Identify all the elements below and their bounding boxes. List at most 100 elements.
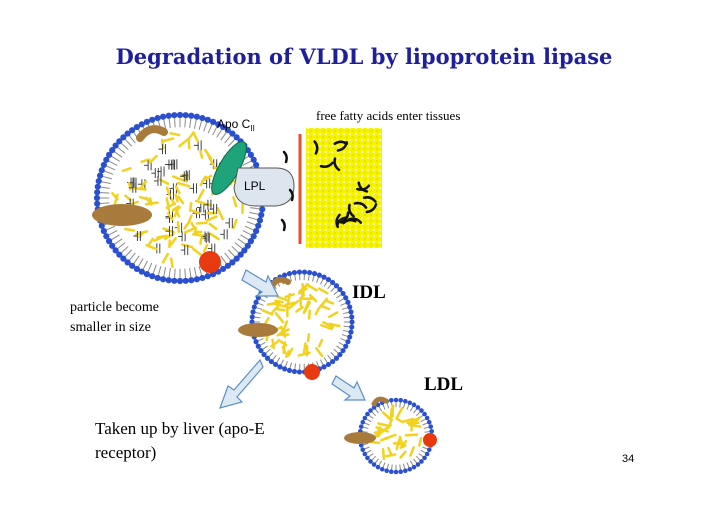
phospholipid-head	[398, 398, 403, 403]
phospholipid-head	[349, 314, 355, 320]
phospholipid-head	[398, 469, 403, 474]
phospholipid-head	[365, 455, 370, 461]
ldl-label: LDL	[424, 374, 463, 395]
phospholipid-head	[291, 368, 298, 375]
phospholipid-head	[325, 276, 332, 283]
phospholipid-head	[129, 262, 136, 269]
phospholipid-head	[306, 269, 313, 276]
idl-label: IDL	[352, 282, 386, 303]
phospholipid-head	[348, 329, 354, 335]
phospholipid-head	[188, 112, 195, 119]
phospholipid-head	[286, 367, 293, 374]
phospholipid-head	[160, 113, 167, 120]
fatty-acid	[280, 218, 286, 232]
free-fatty-acids	[280, 140, 378, 232]
phospholipid-head	[116, 251, 123, 258]
liver-label-line1: Taken up by liver (apo-E	[95, 419, 265, 438]
phospholipid-head	[345, 339, 351, 345]
phospholipid-head	[282, 366, 288, 372]
phospholipid-head	[422, 411, 427, 417]
phospholipid-head	[422, 455, 427, 461]
phospholipid-head	[258, 347, 264, 354]
phospholipid-head	[360, 447, 366, 453]
apo-e-handle-icon	[136, 125, 168, 142]
phospholipid-head	[94, 183, 101, 190]
phospholipid-head	[165, 112, 172, 119]
phospholipid-head	[244, 242, 251, 249]
apo-e-protein	[304, 364, 320, 380]
phospholipid-head	[165, 277, 172, 284]
phospholipid-head	[325, 361, 332, 368]
phospholipid-head	[224, 127, 231, 134]
phospholipid-head	[393, 469, 399, 475]
fatty-acid	[336, 141, 348, 152]
phospholipid-head	[349, 324, 355, 330]
page-title: Degradation of VLDL by lipoprotein lipas…	[115, 44, 613, 69]
phospholipid-head	[171, 277, 178, 284]
phospholipid-head	[333, 355, 340, 361]
phospholipid-head	[340, 290, 346, 297]
arrows	[219, 269, 366, 409]
phospholipid-head	[371, 405, 377, 410]
fatty-acid	[282, 150, 288, 164]
phospholipid-head	[379, 466, 385, 472]
phospholipid-head	[94, 189, 101, 196]
phospholipid-head	[182, 277, 189, 284]
phospholipid-head	[138, 268, 145, 275]
phospholipid-head	[255, 222, 262, 229]
phospholipid-head	[389, 398, 394, 403]
phospholipid-head	[96, 172, 104, 179]
phospholipid-head	[215, 121, 222, 128]
phospholipid-head	[362, 415, 368, 421]
apo-e-handle-icon	[269, 276, 291, 289]
phospholipid-head	[358, 424, 364, 429]
phospholipid-head	[259, 206, 266, 213]
phospholipid-head	[253, 227, 260, 235]
phospholipid-head	[426, 419, 432, 425]
fatty-acid	[353, 201, 368, 209]
phospholipid-head	[133, 123, 140, 131]
phospholipid-head	[250, 309, 256, 315]
phospholipid-head	[120, 255, 127, 262]
phospholipid-head	[291, 269, 298, 276]
phospholipid-head	[368, 459, 373, 464]
phospholipid-head	[199, 114, 206, 122]
phospholipid-head	[348, 309, 354, 315]
phospholipid-head	[296, 269, 303, 275]
phospholipid-head	[282, 272, 288, 278]
phospholipid-head	[193, 276, 200, 283]
phospholipid-head	[95, 178, 102, 185]
phospholipid-head	[220, 123, 227, 131]
phospholipid-head	[176, 111, 184, 119]
phospholipid-head	[247, 238, 255, 245]
phospholipid-head	[255, 343, 261, 349]
phospholipid-head	[103, 156, 110, 163]
fatty-acid	[342, 218, 357, 225]
phospholipid-head	[268, 358, 274, 365]
phospholipid-head	[343, 295, 349, 301]
phospholipid-head	[133, 265, 140, 273]
phospholipid-head	[411, 464, 417, 470]
phospholipid-head	[249, 314, 255, 320]
apo-e-protein	[199, 251, 221, 273]
phospholipid-head	[362, 451, 368, 457]
phospholipid-head	[411, 402, 417, 408]
phospholipid-head	[347, 304, 353, 310]
phospholipid-head	[229, 259, 236, 266]
phospholipid-head	[407, 400, 413, 406]
phospholipid-head	[176, 277, 184, 285]
phospholipid-head	[264, 355, 271, 361]
phospholipid-head	[368, 408, 373, 413]
phospholipid-head	[229, 130, 236, 137]
phospholipid-head	[415, 462, 421, 467]
ffa-label: free fatty acids enter tissues	[316, 108, 460, 123]
phospholipid-head	[109, 242, 116, 249]
phospholipid-head	[261, 351, 267, 358]
phospholipid-head	[343, 343, 349, 349]
phospholipid-head	[247, 151, 255, 158]
phospholipid-head	[199, 274, 206, 282]
fatty-acid	[333, 157, 341, 172]
phospholipid-head	[349, 319, 355, 325]
phospholipid-head	[429, 429, 434, 434]
phospholipid-head	[424, 415, 430, 421]
